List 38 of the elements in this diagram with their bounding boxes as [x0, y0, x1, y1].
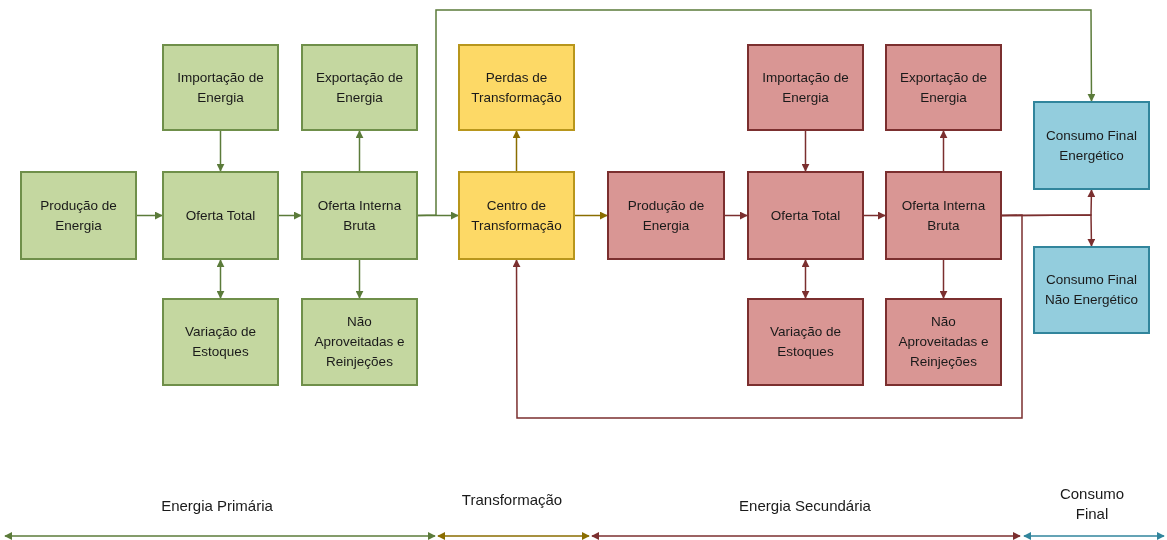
process-box: Oferta Interna Bruta: [301, 171, 418, 260]
process-box: Exportação de Energia: [301, 44, 418, 131]
phase-label: Transformação: [460, 490, 564, 510]
arrow: [512, 130, 521, 172]
arrow: [939, 130, 948, 172]
process-box: Perdas de Transformação: [458, 44, 575, 131]
arrow: [417, 9, 1096, 217]
arrow: [939, 259, 948, 299]
process-box: Consumo Final Energético: [1033, 101, 1150, 190]
arrow: [724, 211, 748, 220]
process-box: Variação de Estoques: [162, 298, 279, 386]
arrow: [801, 259, 810, 299]
phase-label: Consumo Final: [1058, 484, 1126, 524]
process-box: Exportação de Energia: [885, 44, 1002, 131]
process-box: Oferta Interna Bruta: [885, 171, 1002, 260]
phase-label: Energia Secundária: [738, 496, 872, 516]
arrow: [801, 130, 810, 172]
process-box: Variação de Estoques: [747, 298, 864, 386]
phase-label: Energia Primária: [160, 496, 274, 516]
arrow: [278, 211, 302, 220]
arrow: [863, 211, 886, 220]
process-box: Produção de Energia: [20, 171, 137, 260]
arrow: [574, 211, 608, 220]
process-box: Não Aproveitadas e Reinjeções: [301, 298, 418, 386]
process-box: Centro de Transformação: [458, 171, 575, 260]
process-box: Importação de Energia: [162, 44, 279, 131]
arrow: [216, 130, 225, 172]
arrow: [355, 130, 364, 172]
arrow: [136, 211, 163, 220]
arrow: [355, 259, 364, 299]
arrow: [512, 214, 1023, 419]
process-box: Não Aproveitadas e Reinjeções: [885, 298, 1002, 386]
process-box: Oferta Total: [162, 171, 279, 260]
process-box: Produção de Energia: [607, 171, 725, 260]
process-box: Oferta Total: [747, 171, 864, 260]
process-box: Importação de Energia: [747, 44, 864, 131]
arrow: [216, 259, 225, 299]
process-box: Consumo Final Não Energético: [1033, 246, 1150, 334]
